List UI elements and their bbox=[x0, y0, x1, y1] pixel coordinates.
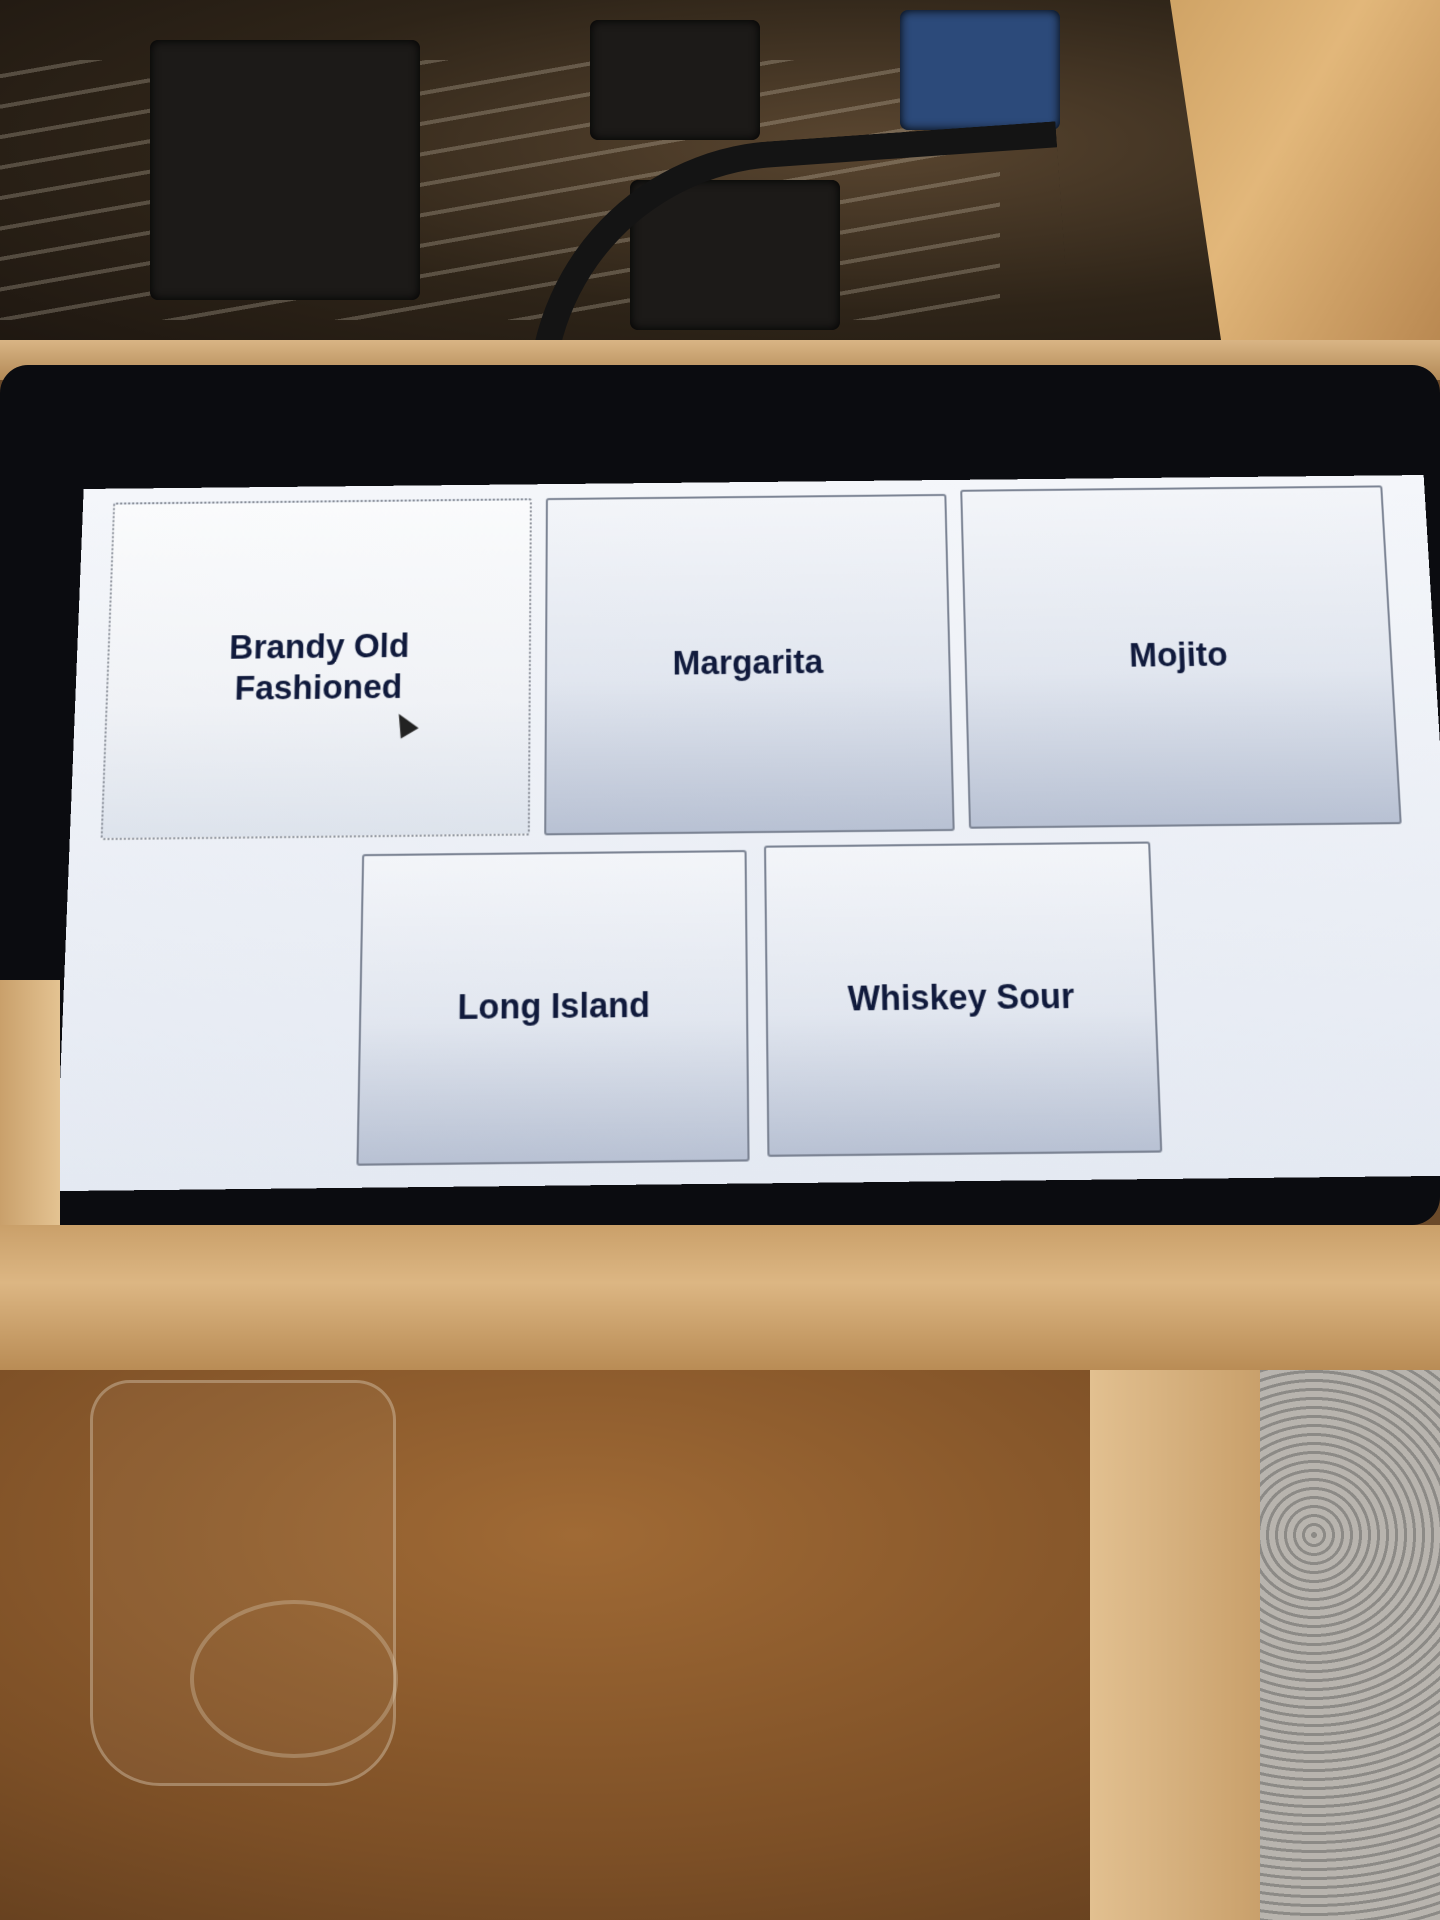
button-label: Whiskey Sour bbox=[847, 975, 1075, 1018]
shelf-front-board bbox=[0, 1225, 1440, 1370]
shelf-post bbox=[1090, 1370, 1260, 1920]
valve-block bbox=[630, 180, 840, 330]
button-label: Margarita bbox=[672, 642, 824, 682]
mojito-button[interactable]: Mojito bbox=[960, 485, 1402, 829]
glass-base bbox=[190, 1600, 398, 1758]
valve-block bbox=[150, 40, 420, 300]
button-label: Long Island bbox=[457, 984, 650, 1027]
brandy-old-fashioned-button[interactable]: Brandy Old Fashioned bbox=[100, 498, 532, 841]
wood-panel bbox=[1170, 0, 1440, 360]
button-label: Brandy Old Fashioned bbox=[228, 626, 410, 707]
touchscreen: Brandy Old Fashioned Margarita Mojito Lo… bbox=[55, 475, 1440, 1192]
margarita-button[interactable]: Margarita bbox=[544, 493, 955, 836]
whiskey-sour-button[interactable]: Whiskey Sour bbox=[763, 841, 1163, 1157]
long-island-button[interactable]: Long Island bbox=[356, 850, 750, 1166]
valve-block-blue bbox=[900, 10, 1060, 130]
mouse-pointer-icon bbox=[389, 708, 419, 739]
button-label: Mojito bbox=[1128, 635, 1229, 674]
valve-block bbox=[590, 20, 760, 140]
dispenser-internals bbox=[0, 0, 1440, 445]
floor bbox=[1260, 1370, 1440, 1920]
